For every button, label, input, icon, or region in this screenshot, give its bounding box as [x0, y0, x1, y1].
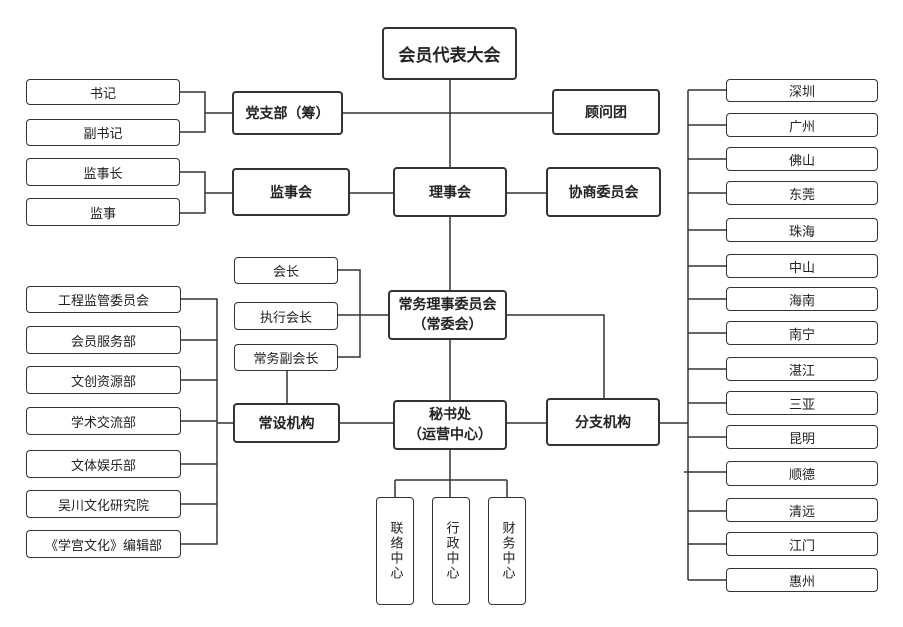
branch-city-box: 东莞	[726, 181, 878, 205]
branch-city-label: 湛江	[788, 363, 815, 379]
branch-city-label: 东莞	[788, 187, 815, 203]
secretariat-box: 秘书处 （运营中心）	[393, 400, 507, 450]
branch-city-label: 中山	[788, 260, 815, 276]
dept-box-recreation: 文体娱乐部	[26, 450, 181, 478]
consultative-committee-box: 协商委员会	[546, 167, 661, 217]
party-secretary-box: 书记	[26, 79, 180, 105]
branches-label: 分支机构	[575, 415, 631, 431]
dept-box-engineering: 工程监管委员会	[26, 286, 181, 313]
supervisor-box: 监事	[26, 198, 180, 226]
branch-city-label: 南宁	[788, 327, 815, 343]
branch-city-label: 江门	[788, 538, 815, 554]
branch-city-label: 珠海	[788, 224, 815, 240]
president-label: 会长	[272, 265, 299, 280]
party-branch-label: 党支部（筹）	[245, 106, 330, 122]
general-assembly-label: 会员代表大会	[398, 46, 501, 66]
dept-box-member-service: 会员服务部	[26, 326, 181, 354]
branch-city-label: 广州	[788, 119, 815, 135]
dept-label: 文体娱乐部	[70, 458, 136, 474]
supervisor-label: 监事	[89, 206, 116, 222]
branch-city-label: 佛山	[788, 153, 815, 169]
dept-label: 《学宫文化》编辑部	[44, 538, 162, 554]
standing-committee-box: 常务理事委员会 （常委会）	[388, 290, 507, 340]
dept-box-cultural-resources: 文创资源部	[26, 366, 181, 394]
branch-city-label: 清远	[788, 504, 815, 520]
general-assembly-box: 会员代表大会	[382, 27, 517, 80]
branch-city-box: 佛山	[726, 147, 878, 171]
admin-center-box: 行政中心	[432, 497, 470, 605]
liaison-center-label: 联络中心	[387, 521, 403, 581]
finance-center-label: 财务中心	[499, 521, 515, 581]
branch-city-box: 珠海	[726, 218, 878, 242]
chief-supervisor-box: 监事长	[26, 158, 180, 186]
dept-box-research-institute: 吴川文化研究院	[26, 490, 181, 518]
branch-city-box: 三亚	[726, 391, 878, 415]
dept-box-academic: 学术交流部	[26, 407, 181, 435]
branch-city-box: 昆明	[726, 425, 878, 449]
branch-city-box: 江门	[726, 532, 878, 556]
branch-city-label: 三亚	[788, 397, 815, 413]
chief-supervisor-label: 监事长	[83, 166, 123, 182]
finance-center-box: 财务中心	[488, 497, 526, 605]
branch-city-box: 海南	[726, 287, 878, 311]
president-box: 会长	[234, 257, 338, 284]
branch-city-box: 顺德	[726, 461, 878, 486]
consultative-committee-label: 协商委员会	[568, 185, 639, 201]
dept-label: 会员服务部	[70, 334, 136, 350]
vice-president-box: 常务副会长	[234, 344, 338, 371]
branch-city-box: 南宁	[726, 321, 878, 345]
standing-committee-label: 常务理事委员会	[398, 297, 497, 313]
dept-label: 工程监管委员会	[57, 294, 149, 309]
deputy-secretary-box: 副书记	[26, 119, 180, 146]
party-branch-box: 党支部（筹）	[232, 91, 343, 135]
dept-label: 吴川文化研究院	[57, 498, 149, 514]
branch-city-label: 昆明	[788, 431, 815, 447]
supervisory-board-box: 监事会	[232, 168, 350, 216]
permanent-bodies-box: 常设机构	[233, 403, 340, 443]
deputy-secretary-label: 副书记	[83, 127, 123, 142]
council-label: 理事会	[429, 185, 471, 201]
standing-committee-sublabel: （常委会）	[412, 317, 483, 333]
dept-label: 学术交流部	[70, 415, 136, 431]
advisory-box: 顾问团	[552, 89, 660, 135]
branches-box: 分支机构	[546, 398, 660, 446]
branch-city-box: 清远	[726, 498, 878, 522]
dept-box-editorial: 《学宫文化》编辑部	[26, 530, 181, 558]
advisory-label: 顾问团	[585, 105, 627, 121]
branch-city-box: 湛江	[726, 357, 878, 381]
branch-city-box: 广州	[726, 113, 878, 137]
executive-president-label: 执行会长	[259, 310, 312, 326]
supervisory-board-label: 监事会	[270, 185, 312, 201]
branch-city-label: 顺德	[788, 468, 815, 483]
dept-label: 文创资源部	[70, 374, 136, 390]
branch-city-box: 深圳	[726, 79, 878, 102]
branch-city-box: 惠州	[726, 568, 878, 592]
council-box: 理事会	[393, 167, 507, 217]
secretariat-label: 秘书处	[429, 407, 471, 423]
secretariat-sublabel: （运营中心）	[408, 427, 492, 443]
permanent-bodies-label: 常设机构	[258, 416, 315, 432]
executive-president-box: 执行会长	[234, 302, 338, 330]
admin-center-label: 行政中心	[443, 521, 459, 581]
branch-city-label: 惠州	[788, 574, 815, 590]
liaison-center-box: 联络中心	[376, 497, 414, 605]
branch-city-label: 海南	[788, 293, 815, 309]
branch-city-label: 深圳	[788, 85, 815, 100]
branch-city-box: 中山	[726, 254, 878, 278]
party-secretary-label: 书记	[89, 86, 116, 102]
vice-president-label: 常务副会长	[253, 352, 319, 367]
